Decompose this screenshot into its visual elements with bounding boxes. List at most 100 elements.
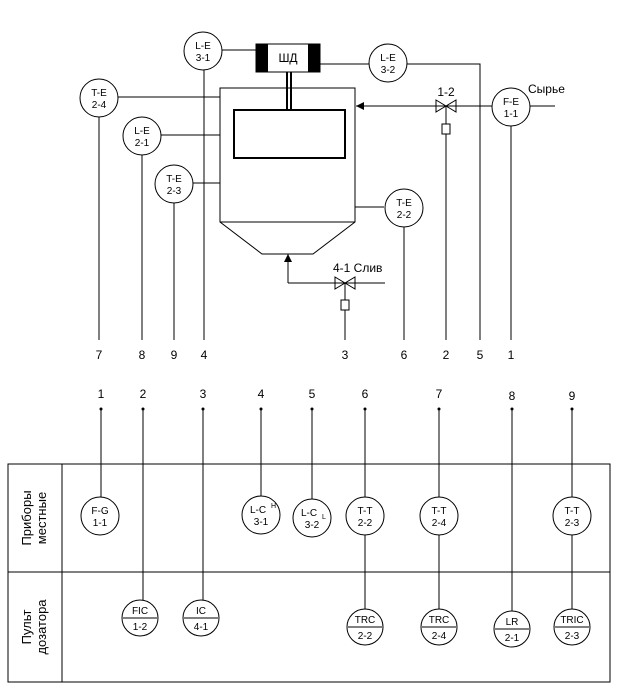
feed-valve-label: 1-2 <box>437 85 455 99</box>
te22-number: 2-2 <box>397 210 412 221</box>
lcl32-number: 3-2 <box>305 520 320 531</box>
tt24-tag: T-T <box>432 506 447 517</box>
le21-number: 2-1 <box>135 138 150 149</box>
row-label-local-2: местные <box>34 492 49 544</box>
tt24-number: 2-4 <box>432 518 447 529</box>
instrument-tt24[interactable]: T-T 2-4 <box>419 496 459 536</box>
lch31-number: 3-1 <box>254 517 269 528</box>
bottom-number-6: 6 <box>362 387 369 401</box>
te23-number: 2-3 <box>167 186 182 197</box>
bottom-number-4: 4 <box>258 387 265 401</box>
bottom-number-5: 5 <box>309 387 316 401</box>
line-numbers-top: 7 8 9 4 3 6 2 5 1 <box>96 348 515 362</box>
instrument-trc24[interactable]: TRC 2-4 <box>420 608 458 646</box>
le31-tag: L-E <box>195 41 211 52</box>
feed-valve[interactable]: 1-2 <box>435 85 457 135</box>
bottom-number-1: 1 <box>98 387 105 401</box>
lcl32-tag: L-C <box>301 508 317 519</box>
ic41-tag: IC <box>196 606 206 617</box>
row-label-console-2: дозатора <box>34 599 49 655</box>
feed-stream-label: Сырье <box>528 82 565 96</box>
feed-arrowhead <box>356 102 364 110</box>
le32-number: 3-2 <box>381 65 396 76</box>
drive-label: ШД <box>278 51 297 65</box>
panel-lines <box>99 407 574 613</box>
le32-tag: L-E <box>380 53 396 64</box>
drive-left-cap <box>256 44 268 72</box>
le31-number: 3-1 <box>196 53 211 64</box>
le21-tag: L-E <box>134 126 150 137</box>
top-number-1: 1 <box>508 348 515 362</box>
ic41-number: 4-1 <box>194 622 209 633</box>
panel-table: Приборы местные Пульт дозатора <box>7 463 611 683</box>
te24-number: 2-4 <box>92 100 107 111</box>
fic12-number: 1-2 <box>133 622 148 633</box>
top-number-8: 8 <box>139 348 146 362</box>
panel-frame <box>7 463 611 683</box>
drain-valve-actuator <box>340 299 350 311</box>
feed-valve-body <box>435 99 457 113</box>
drain-arrowhead <box>284 254 292 262</box>
stepper-drive: ШД <box>255 43 321 73</box>
tric23-number: 2-3 <box>565 631 580 642</box>
bottom-number-7: 7 <box>436 387 443 401</box>
lcl32-subscript: L <box>322 514 326 521</box>
instrument-tric23[interactable]: TRIC 2-3 <box>553 608 591 646</box>
top-number-6: 6 <box>401 348 408 362</box>
bottom-number-2: 2 <box>140 387 147 401</box>
tric23-tag: TRIC <box>560 615 583 626</box>
feed-valve-actuator <box>441 123 451 135</box>
vessel <box>219 72 356 255</box>
top-number-3: 3 <box>342 348 349 362</box>
instrument-le32[interactable]: L-E 3-2 <box>368 43 408 83</box>
instrument-te23[interactable]: T-E 2-3 <box>154 164 194 204</box>
bottom-number-3: 3 <box>200 387 207 401</box>
instrument-fe11[interactable]: F-E 1-1 <box>491 87 531 127</box>
tt22-number: 2-2 <box>358 518 373 529</box>
fg11-number: 1-1 <box>93 518 108 529</box>
instrument-ic41[interactable]: IC 4-1 <box>182 599 220 637</box>
instrument-trc22[interactable]: TRC 2-2 <box>346 608 384 646</box>
drain-valve-body <box>334 276 356 290</box>
fe11-number: 1-1 <box>504 109 519 120</box>
te22-tag: T-E <box>396 198 412 209</box>
instrument-lr21[interactable]: LR 2-1 <box>493 610 531 648</box>
trc24-number: 2-4 <box>432 631 447 642</box>
trc24-tag: TRC <box>429 615 450 626</box>
lr21-tag: LR <box>506 617 519 628</box>
tt22-tag: T-T <box>358 506 373 517</box>
vessel-inner-box <box>233 109 346 159</box>
row-label-console-1: Пульт <box>19 610 34 645</box>
bottom-number-8: 8 <box>509 389 516 403</box>
drain-valve[interactable]: 4-1 Слив <box>333 261 382 311</box>
drain-valve-label: 4-1 Слив <box>333 261 382 275</box>
tt23-tag: T-T <box>565 506 580 517</box>
vessel-body <box>219 87 356 255</box>
instrument-fic12[interactable]: FIC 1-2 <box>121 599 159 637</box>
fic12-tag: FIC <box>132 606 148 617</box>
top-number-4: 4 <box>201 348 208 362</box>
lch31-tag: L-C <box>250 505 266 516</box>
top-number-2: 2 <box>443 348 450 362</box>
top-number-9: 9 <box>171 348 178 362</box>
instrument-le31[interactable]: L-E 3-1 <box>183 31 223 71</box>
lch31-superscript: H <box>271 503 276 510</box>
instrument-tt23[interactable]: T-T 2-3 <box>552 496 592 536</box>
instrument-lch31[interactable]: L-C H 3-1 <box>241 495 281 535</box>
top-number-5: 5 <box>477 348 484 362</box>
instrument-te24[interactable]: T-E 2-4 <box>79 78 119 118</box>
instrument-te22[interactable]: T-E 2-2 <box>384 188 424 228</box>
drive-right-cap <box>308 44 320 72</box>
instrument-le21[interactable]: L-E 2-1 <box>122 116 162 156</box>
fe11-tag: F-E <box>503 97 519 108</box>
lr21-number: 2-1 <box>505 633 520 644</box>
top-number-7: 7 <box>96 348 103 362</box>
instrument-tt22[interactable]: T-T 2-2 <box>345 496 385 536</box>
te24-tag: T-E <box>91 88 107 99</box>
instrument-lcl32[interactable]: L-C L 3-2 <box>292 498 332 538</box>
tt23-number: 2-3 <box>565 518 580 529</box>
row-label-local-1: Приборы <box>19 490 34 545</box>
trc22-number: 2-2 <box>358 631 373 642</box>
line-numbers-bottom: 1 2 3 4 5 6 7 8 9 <box>98 387 576 403</box>
instrument-fg11[interactable]: F-G 1-1 <box>80 496 120 536</box>
